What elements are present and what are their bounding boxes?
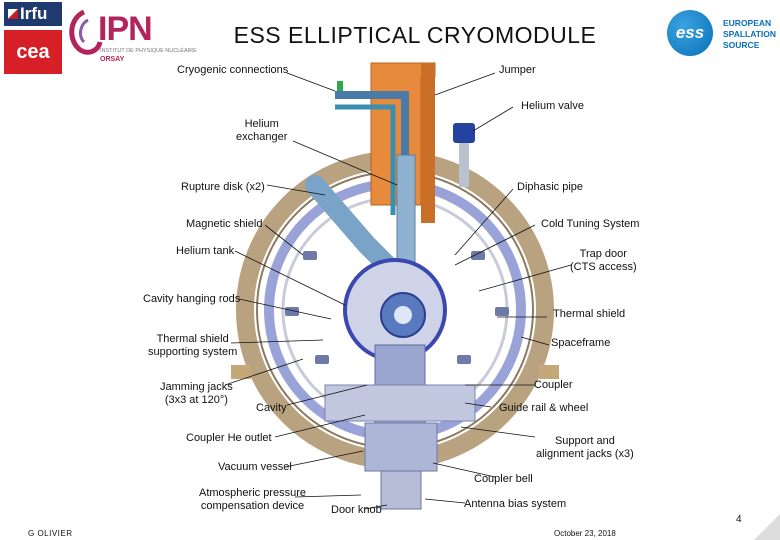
label-coupler: Coupler <box>534 379 573 391</box>
coupler-bell <box>364 422 438 472</box>
label-vacuum-vessel: Vacuum vessel <box>218 461 292 473</box>
label-helium-tank: Helium tank <box>176 245 235 257</box>
label-rupture-disk: Rupture disk (x2) <box>181 181 265 193</box>
ipn-logo-orsay: ORSAY <box>100 56 125 63</box>
label-jumper: Jumper <box>499 64 536 76</box>
irfu-logo: Irfu <box>4 2 62 26</box>
vacuum-vessel-base <box>324 384 476 422</box>
ess-logo-mark: ess <box>675 23 705 42</box>
ipn-logo-subtitle: INSTITUT DE PHYSIQUE NUCLÉAIRE <box>100 48 197 54</box>
label-coupler-he-outlet: Coupler He outlet <box>186 432 272 444</box>
label-jamming-jacks: Jamming jacks (3x3 at 120°) <box>160 381 233 406</box>
helium-exchanger <box>396 154 416 276</box>
label-cryogenic-connections: Cryogenic connections <box>177 64 289 76</box>
label-helium-exchanger: Helium exchanger <box>236 118 288 143</box>
footer-date: October 23, 2018 <box>554 529 616 538</box>
footer-author: G OLIVIER <box>28 529 73 538</box>
cea-logo-text: cea <box>16 41 50 63</box>
irfu-mark-icon <box>8 9 18 19</box>
label-spaceframe: Spaceframe <box>551 337 611 349</box>
ess-circle-icon: ess <box>667 10 713 56</box>
door-knob <box>380 470 422 510</box>
ess-logo-line1: EUROPEAN <box>723 18 772 28</box>
label-cavity: Cavity <box>256 402 287 414</box>
ess-logo-text: EUROPEAN SPALLATION SOURCE <box>723 18 776 51</box>
irfu-logo-text: Irfu <box>20 4 48 23</box>
label-helium-valve: Helium valve <box>521 100 584 112</box>
cryomodule-drawing <box>135 55 643 520</box>
label-magnetic-shield: Magnetic shield <box>186 218 263 230</box>
label-thermal-shield: Thermal shield <box>553 308 626 320</box>
label-cold-tuning-system: Cold Tuning System <box>541 218 640 230</box>
ess-logo-line2: SPALLATION <box>723 29 777 39</box>
ess-logo: ess EUROPEAN SPALLATION SOURCE <box>665 6 777 62</box>
cryomodule-cross-section <box>224 62 572 510</box>
ipn-logo-text: IPN <box>98 10 153 48</box>
slide-title: ESS ELLIPTICAL CRYOMODULE <box>233 22 597 48</box>
label-door-knob: Door knob <box>331 504 382 516</box>
cea-logo: cea <box>4 30 62 74</box>
label-diphasic-pipe: Diphasic pipe <box>517 181 584 193</box>
label-support-jacks: Support and alignment jacks (x3) <box>536 435 634 460</box>
page-corner-decoration <box>754 514 780 540</box>
label-atmospheric-pressure: Atmospheric pressure compensation device <box>199 487 306 512</box>
label-guide-rail: Guide rail & wheel <box>499 402 589 414</box>
ipn-logo: IPN INSTITUT DE PHYSIQUE NUCLÉAIRE ORSAY <box>64 8 197 68</box>
label-coupler-bell: Coupler bell <box>474 473 533 485</box>
ipn-swirl-icon <box>69 9 103 55</box>
label-trap-door: Trap door (CTS access) <box>570 248 637 273</box>
label-antenna-bias: Antenna bias system <box>464 498 567 510</box>
label-cavity-hanging-rods: Cavity hanging rods <box>143 293 241 305</box>
ess-logo-line3: SOURCE <box>723 40 760 50</box>
page-number: 4 <box>736 514 742 525</box>
label-thermal-shield-support: Thermal shield supporting system <box>148 333 238 358</box>
helium-valve <box>453 123 475 143</box>
